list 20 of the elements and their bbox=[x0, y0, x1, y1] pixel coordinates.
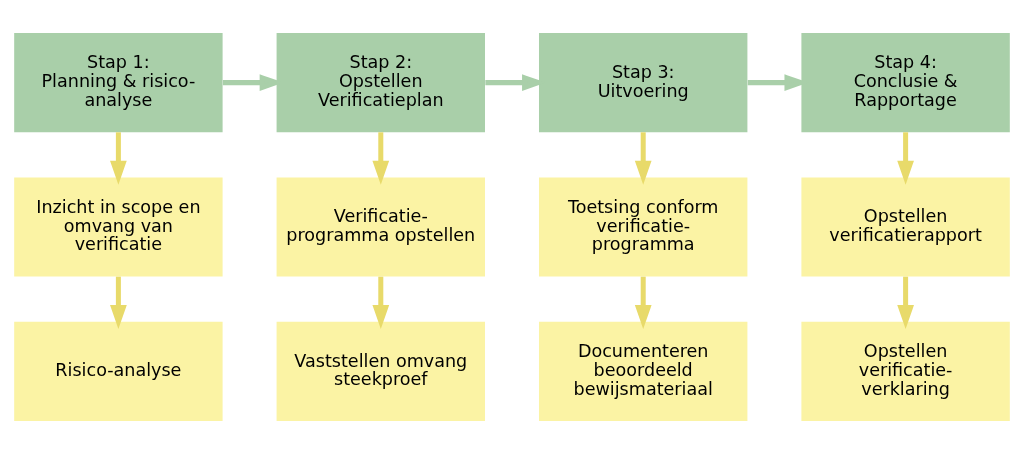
node-box: Opstellen verificatie-verklaring bbox=[801, 321, 1010, 421]
arrow bbox=[110, 276, 127, 330]
arrow bbox=[372, 276, 390, 330]
node-box: Stap 4: Conclusie & Rapportage bbox=[801, 33, 1010, 133]
node-box: Toetsing conform verificatie-programma bbox=[539, 177, 748, 277]
node-box: Stap 1: Planning & risico-analyse bbox=[14, 33, 223, 133]
node-box: Documenteren beoordeeld bewijsmateriaal bbox=[539, 321, 748, 421]
arrow bbox=[372, 132, 390, 185]
node-box: Risico-analyse bbox=[14, 321, 223, 421]
arrow bbox=[634, 276, 652, 330]
node-box: Stap 3: Uitvoering bbox=[539, 33, 748, 133]
node-box: Verificatie-programma opstellen bbox=[276, 177, 485, 277]
arrow bbox=[110, 132, 127, 185]
arrow bbox=[634, 132, 652, 185]
arrow bbox=[897, 132, 914, 185]
arrow bbox=[897, 276, 914, 330]
node-box: Inzicht in scope en omvang van verificatie bbox=[14, 177, 223, 277]
node-box: Stap 2: Opstellen Verificatieplan bbox=[276, 33, 485, 133]
node-box: Vaststellen omvang steekproef bbox=[276, 321, 485, 421]
node-box: Opstellen verificatierapport bbox=[801, 177, 1010, 277]
